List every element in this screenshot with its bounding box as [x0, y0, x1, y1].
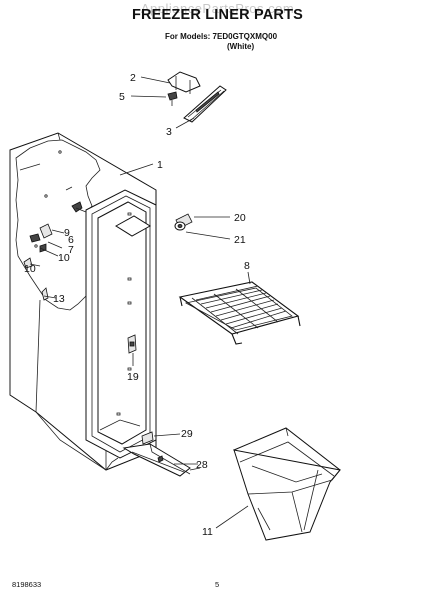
color-line: (White): [227, 42, 255, 51]
freezer-bin-part: [233, 427, 341, 541]
callout-5: 5: [119, 91, 125, 103]
callout-6: 6: [68, 234, 74, 246]
callout-19: 19: [127, 371, 139, 383]
callout-28: 28: [196, 459, 208, 471]
callout-7: 7: [68, 244, 74, 256]
watermark: AppliancePartsPros.com: [140, 1, 295, 16]
page-title: FREEZER LINER PARTS: [131, 7, 304, 23]
liner-clip-part: [127, 334, 137, 354]
callout-20: 20: [234, 212, 246, 224]
callout-10-left: 10: [24, 263, 36, 275]
top-bracket-part: [167, 71, 201, 106]
callout-9: 9: [64, 227, 70, 239]
callout-29: 29: [181, 428, 193, 440]
callout-11: 11: [202, 526, 213, 538]
callout-21: 21: [234, 234, 246, 246]
models-line: For Models: 7ED0GTQXMQ00: [165, 32, 278, 41]
wire-shelf-part: [178, 281, 301, 345]
page-number: 5: [215, 580, 220, 589]
bin-support-part: [122, 431, 191, 477]
callout-8: 8: [244, 260, 250, 272]
damper-control-part: [115, 213, 193, 237]
callout-1: 1: [157, 159, 163, 171]
callout-13: 13: [53, 293, 65, 305]
callout-3: 3: [166, 126, 172, 138]
freezer-liner-part: [9, 132, 157, 471]
doc-number: 8198633: [12, 580, 42, 589]
callout-10-right: 10: [58, 252, 70, 264]
callout-2: 2: [130, 72, 136, 84]
